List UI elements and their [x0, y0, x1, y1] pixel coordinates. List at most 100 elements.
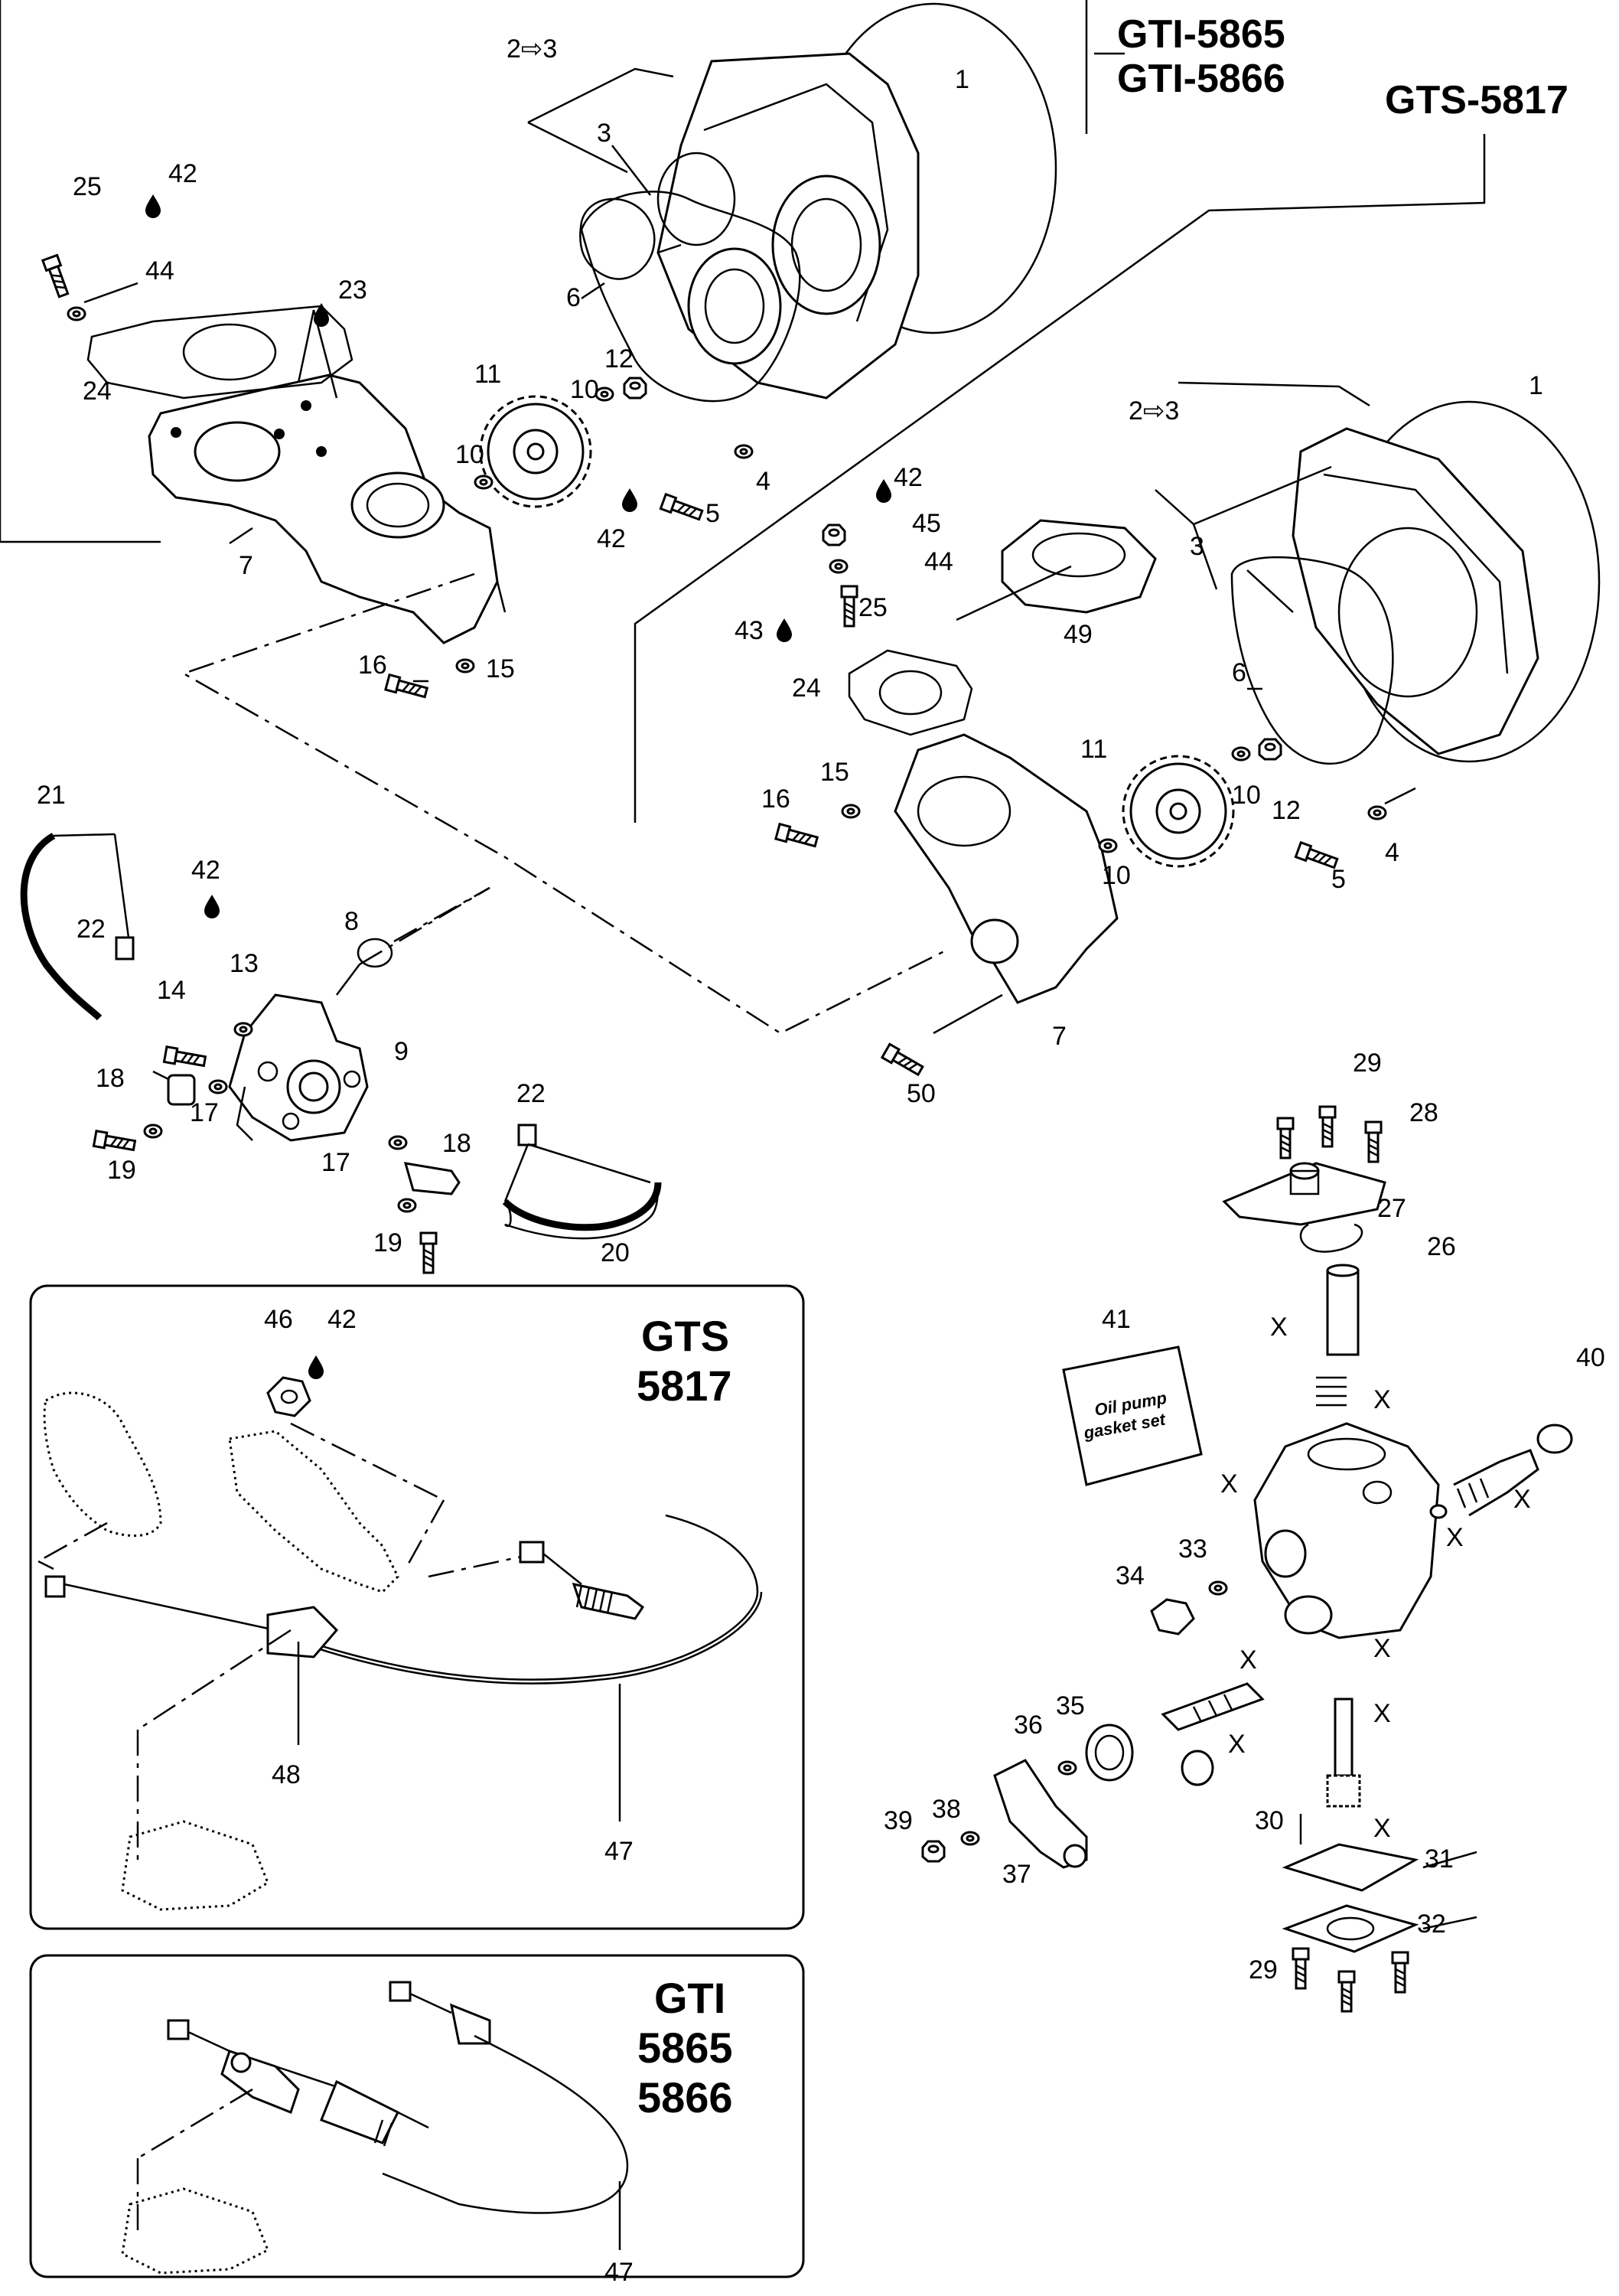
callout-33: 33: [1178, 1534, 1207, 1564]
callout-42: 42: [597, 524, 626, 553]
screw-29: [1364, 1120, 1383, 1163]
callout-43: 43: [735, 616, 764, 645]
marker-x: X: [1373, 1814, 1391, 1843]
cable-adjuster: [320, 2079, 400, 2144]
model-gti-5865: GTI-5865: [1117, 12, 1285, 57]
gts-box-title-line1: GTS: [641, 1312, 729, 1360]
callout-46: 46: [264, 1305, 293, 1334]
washer-15: [455, 658, 475, 673]
washer-10: [474, 475, 494, 490]
callout-19: 19: [373, 1228, 402, 1257]
o-ring-8: [357, 938, 393, 968]
callout-5: 5: [705, 499, 720, 528]
adapter-gasket: [848, 649, 973, 736]
washer-17: [397, 1198, 417, 1213]
pump-lever-37: [993, 1759, 1088, 1869]
marker-x: X: [1373, 1699, 1391, 1728]
nut-12: [1258, 738, 1282, 761]
cable-ferrule: [449, 2003, 491, 2045]
callout-37: 37: [1002, 1860, 1031, 1889]
glue-drop-icon: [204, 895, 220, 918]
washer-15: [841, 804, 861, 819]
glue-drop-icon: [308, 1355, 324, 1379]
callout-8: 8: [344, 907, 359, 936]
callout-11: 11: [474, 360, 501, 389]
callout-1: 1: [1529, 371, 1543, 400]
callout-38: 38: [932, 1795, 961, 1824]
bolt-19: [92, 1130, 137, 1154]
screw-29: [1276, 1117, 1295, 1159]
nut-39: [921, 1840, 946, 1863]
callout-19: 19: [107, 1156, 136, 1185]
callout-5: 5: [1331, 865, 1346, 894]
callout-35: 35: [1056, 1691, 1085, 1720]
cable-end: [389, 1981, 412, 2002]
oil-pump-body: [1253, 1422, 1440, 1639]
screw-29: [1391, 1951, 1409, 1994]
bracket-outline: [121, 2187, 269, 2275]
callout-18: 18: [96, 1064, 125, 1093]
bolt-50: [881, 1042, 926, 1079]
marker-x: X: [1239, 1645, 1257, 1675]
seal: [1181, 1750, 1214, 1786]
bolt-16: [384, 673, 429, 701]
callout-49: 49: [1064, 620, 1093, 649]
callout-14: 14: [157, 976, 186, 1005]
callout-1: 1: [955, 65, 969, 94]
throttle-cable-47: [275, 1514, 759, 1681]
screw-29: [1292, 1947, 1310, 1990]
adapter-gasket: [86, 305, 353, 400]
callout-11: 11: [1080, 735, 1107, 764]
callout-12: 12: [1272, 796, 1301, 825]
throttle-cable-47: [382, 2034, 629, 2214]
callout-29: 29: [1353, 1049, 1382, 1078]
rotary-valve-gear: [479, 395, 592, 508]
callout-39: 39: [884, 1806, 913, 1835]
callout-10: 10: [455, 440, 484, 469]
stud-25: [840, 585, 858, 628]
rotary-valve-gear: [1122, 755, 1235, 868]
callout-47: 47: [604, 1837, 634, 1866]
washer-4: [734, 444, 754, 459]
oil-pump-left: [20, 833, 662, 1274]
callout-24: 24: [792, 673, 821, 703]
callout-3: 3: [1190, 532, 1204, 561]
clamp-22: [517, 1124, 537, 1146]
cable-end: [167, 2019, 190, 2040]
callout-25: 25: [73, 172, 102, 201]
callout-23: 23: [338, 276, 367, 305]
pump-shaft-26: [1326, 1269, 1360, 1356]
callout-15: 15: [486, 654, 515, 683]
callout-45: 45: [912, 509, 941, 538]
washer-36: [1057, 1760, 1077, 1776]
nut-12: [623, 377, 647, 400]
callout-47: 47: [604, 2258, 634, 2287]
marker-x: X: [1373, 1385, 1391, 1414]
callout-25: 25: [858, 593, 888, 622]
banjo-fitting-18: [403, 1162, 461, 1195]
callout-26: 26: [1427, 1232, 1456, 1261]
oil-line-21: [20, 833, 103, 1021]
gts-box-title-line2: 5817: [637, 1362, 732, 1410]
plug-34: [1150, 1598, 1195, 1636]
washer-10: [1098, 838, 1118, 853]
bolt-5: [659, 493, 705, 523]
marker-x: X: [1270, 1313, 1288, 1342]
washer-13: [233, 1022, 253, 1037]
callout-34: 34: [1116, 1561, 1145, 1590]
rotary-valve-cover: [1292, 427, 1539, 755]
callout-22: 22: [77, 915, 106, 944]
screw-14: [162, 1045, 207, 1070]
washer-44: [67, 306, 86, 321]
cover-gasket: [580, 191, 801, 403]
bolt-19: [419, 1231, 438, 1274]
adapter-port: [350, 471, 445, 539]
callout-9: 9: [394, 1037, 409, 1066]
marker-x: X: [1373, 1634, 1391, 1663]
callout-10: 10: [1102, 861, 1131, 890]
callout-3: 3: [597, 119, 611, 148]
pump-gear-35: [1085, 1724, 1134, 1782]
oil-line-20: [502, 1182, 662, 1231]
drive-shaft: [1334, 1698, 1354, 1777]
